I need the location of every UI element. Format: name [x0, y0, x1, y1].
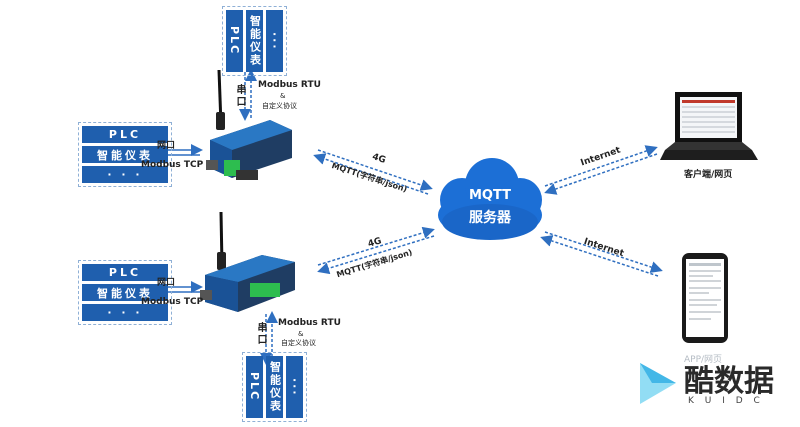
custom-protocol-label: 自定义协议: [281, 339, 316, 347]
laptop-icon: [660, 92, 758, 160]
internet-link-2: [544, 231, 663, 273]
phone-icon: [682, 253, 728, 343]
left-device-stack-2: PLC 智能仪表 · · ·: [78, 260, 172, 325]
modbus-rtu-label: Modbus RTU: [278, 318, 341, 328]
watermark-small-text: APP/网页: [684, 355, 723, 365]
smart-meter-box: 智能仪表: [82, 284, 168, 301]
amp-label: &: [280, 92, 286, 100]
left-device-stack-1: PLC 智能仪表 · · ·: [78, 122, 172, 187]
cloud-title: MQTT: [468, 188, 512, 203]
watermark-logo-icon: [640, 363, 676, 404]
plc-box: PLC: [246, 356, 263, 418]
more-devices-box: ···: [286, 356, 303, 418]
serial-port-label: 串口: [234, 84, 245, 108]
client-web-label: 客户端/网页: [684, 170, 733, 180]
network-port-label: 网口: [157, 141, 176, 151]
smart-meter-box: 智能仪表: [246, 10, 263, 72]
internet-link-1: [544, 145, 658, 187]
internet-link-1-back: [544, 153, 658, 195]
modbus-rtu-label: Modbus RTU: [258, 80, 321, 90]
watermark-title: 酷数据: [684, 364, 774, 399]
smart-meter-box: 智能仪表: [82, 146, 168, 163]
amp-label: &: [298, 330, 304, 338]
watermark-subtitle: K U I D C: [688, 396, 764, 406]
plc-box: PLC: [82, 264, 168, 281]
internet-link-2-back: [540, 235, 659, 277]
modbus-tcp-label: Modbus TCP: [141, 297, 204, 307]
bottom-device-stack: PLC 智能仪表 ···: [242, 352, 307, 422]
network-port-label: 网口: [157, 278, 176, 288]
gateway-device-1: [206, 69, 292, 180]
cloud-subtitle: 服务器: [469, 210, 511, 226]
custom-protocol-label: 自定义协议: [262, 102, 297, 110]
more-devices-box: ···: [266, 10, 283, 72]
plc-box: PLC: [82, 126, 168, 143]
smart-meter-box: 智能仪表: [266, 356, 283, 418]
serial-port-label: 串口: [255, 322, 266, 346]
more-devices-box: · · ·: [82, 166, 168, 183]
plc-box: PLC: [226, 10, 243, 72]
top-device-stack: PLC 智能仪表 ···: [222, 6, 287, 76]
mqtt-cloud: [438, 158, 542, 240]
more-devices-box: · · ·: [82, 304, 168, 321]
gateway-device-2: [200, 211, 295, 312]
modbus-tcp-label: Modbus TCP: [141, 160, 204, 170]
